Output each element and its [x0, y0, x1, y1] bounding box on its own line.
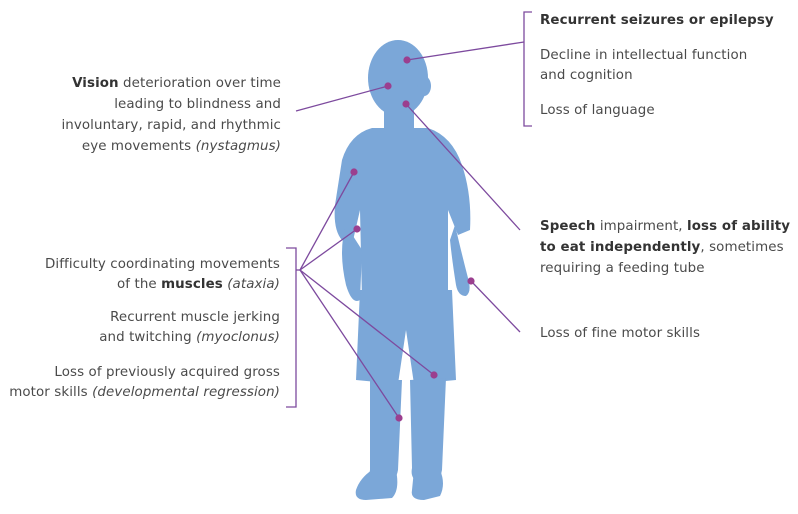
- vision-line4-italic: (nystagmus): [196, 139, 281, 154]
- right-leg: [410, 378, 446, 482]
- label-seizures: Recurrent seizures or epilepsy: [540, 11, 774, 31]
- speech-line3: requiring a feeding tube: [540, 261, 705, 276]
- left-arm: [342, 225, 362, 301]
- fine-motor-text: Loss of fine motor skills: [540, 326, 700, 341]
- child-silhouette: [335, 40, 471, 500]
- vision-line4-pre: eye movements: [82, 139, 196, 154]
- dot-leg: [395, 414, 402, 421]
- vision-line1-rest: deterioration over time: [119, 76, 281, 91]
- dot-arm: [353, 225, 360, 232]
- myoclonus-line2-italic: (myoclonus): [196, 330, 280, 345]
- vision-bold: Vision: [72, 76, 119, 91]
- myoclonus-line1: Recurrent muscle jerking: [110, 310, 280, 325]
- label-language: Loss of language: [540, 101, 655, 121]
- dot-knee: [430, 371, 437, 378]
- language-text: Loss of language: [540, 103, 655, 118]
- right-arm: [450, 225, 470, 296]
- vision-line3: involuntary, rapid, and rhythmic: [61, 118, 281, 133]
- ear: [417, 76, 431, 96]
- head: [368, 40, 428, 116]
- speech-bold3: to eat independently: [540, 240, 700, 255]
- intellect-line2: and cognition: [540, 68, 633, 83]
- dot-head-top: [403, 56, 410, 63]
- left-shoe: [356, 470, 398, 500]
- myoclonus-line2-pre: and twitching: [99, 330, 196, 345]
- dot-hand: [467, 277, 474, 284]
- dot-eye: [384, 82, 391, 89]
- speech-bold1: Speech: [540, 219, 595, 234]
- gross-motor-line2-italic: (developmental regression): [92, 385, 280, 400]
- gross-motor-line1: Loss of previously acquired gross: [54, 365, 280, 380]
- label-myoclonus: Recurrent muscle jerking and twitching (…: [0, 308, 280, 348]
- label-intellect: Decline in intellectual function and cog…: [540, 46, 747, 86]
- ataxia-line2-pre: of the: [117, 277, 161, 292]
- dot-shoulder: [350, 168, 357, 175]
- left-leg: [370, 380, 403, 482]
- shorts: [356, 290, 456, 384]
- speech-line2-rest: , sometimes: [700, 240, 783, 255]
- label-vision: Vision deterioration over time leading t…: [11, 73, 281, 157]
- dot-mouth: [402, 100, 409, 107]
- speech-bold2: loss of ability: [687, 219, 790, 234]
- ataxia-line2-italic: (ataxia): [223, 277, 280, 292]
- ataxia-line2-bold: muscles: [161, 277, 223, 292]
- intellect-line1: Decline in intellectual function: [540, 48, 747, 63]
- vision-line2: leading to blindness and: [114, 97, 281, 112]
- bracket-right-top: [524, 12, 532, 126]
- label-gross-motor: Loss of previously acquired gross motor …: [0, 363, 280, 403]
- label-ataxia: Difficulty coordinating movements of the…: [0, 255, 280, 295]
- seizures-text: Recurrent seizures or epilepsy: [540, 13, 774, 28]
- connector-seizures: [407, 42, 524, 60]
- connector-fine-motor: [471, 281, 520, 332]
- gross-motor-line2-pre: motor skills: [9, 385, 92, 400]
- right-shoe: [412, 470, 443, 500]
- speech-line1-mid: impairment,: [595, 219, 687, 234]
- bracket-left: [286, 248, 296, 407]
- label-speech: Speech impairment, loss of ability to ea…: [540, 216, 790, 279]
- label-fine-motor: Loss of fine motor skills: [540, 324, 700, 344]
- ataxia-line1: Difficulty coordinating movements: [45, 257, 280, 272]
